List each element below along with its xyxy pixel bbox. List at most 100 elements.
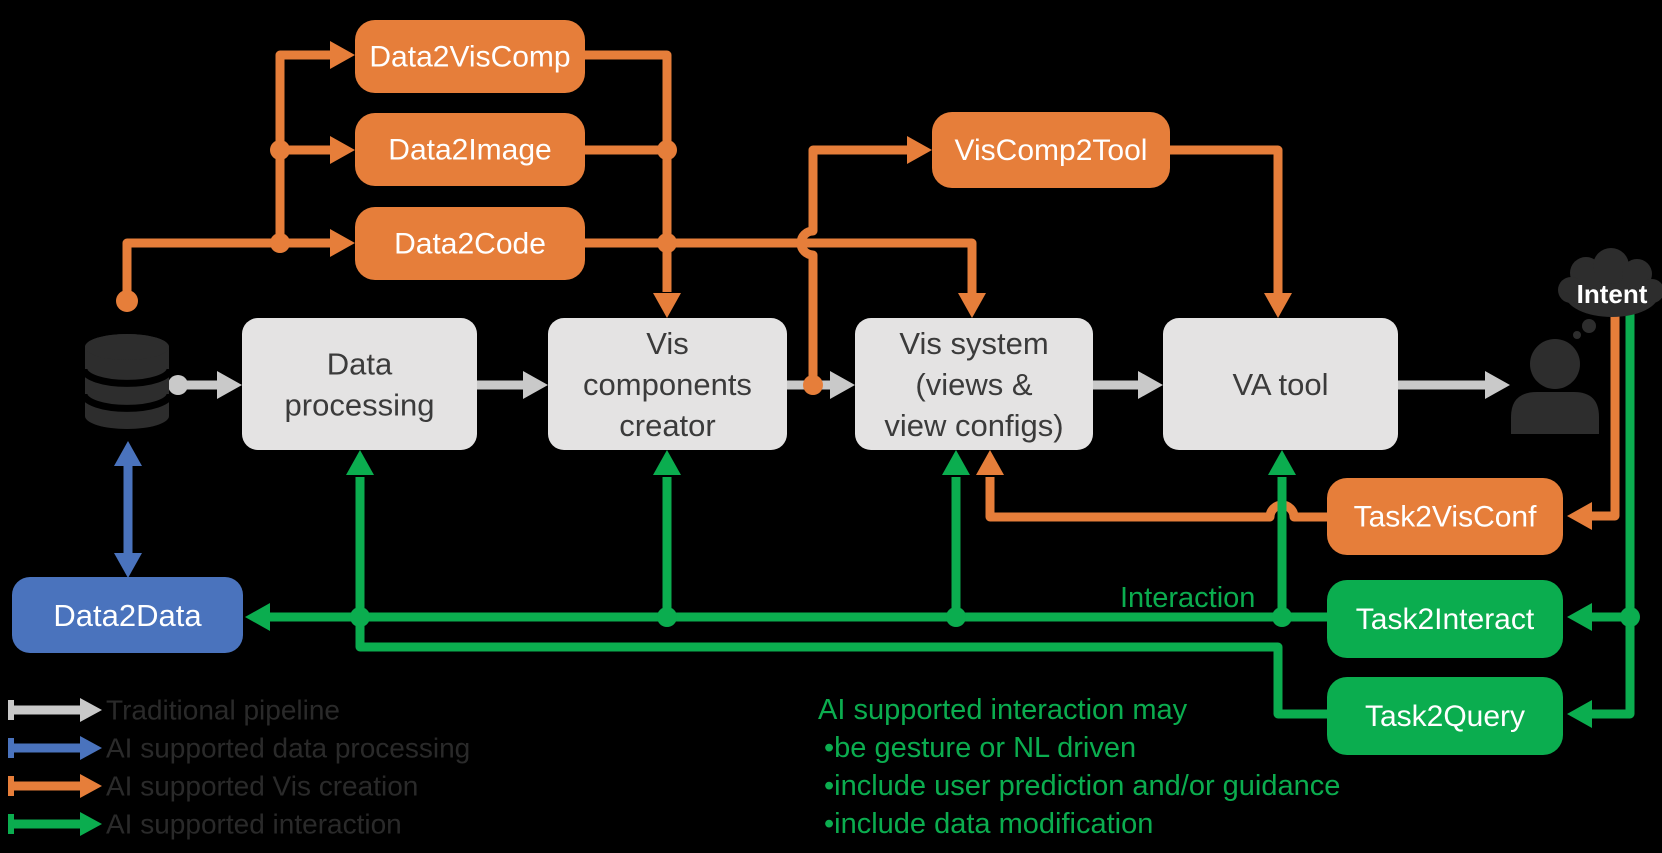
legend-arrow-head-icon xyxy=(80,812,102,836)
gray-db-to-data-processing-junction-dot xyxy=(168,375,188,395)
node-data2image: Data2Image xyxy=(355,113,585,186)
edges-layer xyxy=(114,41,1640,728)
interaction-label: Interaction xyxy=(1120,582,1255,614)
edge-green-up-to-vis-system xyxy=(942,450,970,617)
node-data-processing-box xyxy=(242,318,477,450)
node-viscomp2tool-label: VisComp2Tool xyxy=(955,134,1148,167)
node-task2interact: Task2Interact xyxy=(1327,580,1563,658)
node-task2query: Task2Query xyxy=(1327,677,1563,755)
node-data2image-label: Data2Image xyxy=(388,133,551,166)
edge-orange-data2code-to-vis-system xyxy=(585,233,986,318)
orange-db-to-data2code-arrowhead-icon xyxy=(330,229,355,257)
green-task2query-to-processing-arrowhead-icon xyxy=(346,450,374,475)
orange-tap-to-viscomp2tool-line xyxy=(796,145,908,385)
legend-item-label: AI supported data processing xyxy=(106,733,470,764)
orange-intent-to-task2visconf-arrowhead-icon xyxy=(1567,502,1592,530)
legend-arrow-head-icon xyxy=(80,774,102,798)
edge-green-branch-to-task2interact xyxy=(1567,603,1630,631)
edge-orange-tap-to-viscomp2tool xyxy=(796,136,932,395)
node-va-tool: VA tool xyxy=(1163,318,1398,450)
green-task2interact-to-data2data-arrowhead-icon xyxy=(245,603,270,631)
node-viscomp2tool-box xyxy=(932,112,1170,188)
gray-db-to-data-processing-arrowhead-icon xyxy=(217,371,242,399)
edge-green-up-to-va-tool xyxy=(1268,450,1296,617)
edge-orange-intent-to-task2visconf xyxy=(1567,308,1620,530)
node-data2viscomp-box xyxy=(355,20,585,93)
gray-va-tool-to-user-arrowhead-icon xyxy=(1485,371,1510,399)
legend-arrow-head-icon xyxy=(80,736,102,760)
person-icon xyxy=(1511,339,1599,434)
edge-green-task2query-to-processing xyxy=(346,450,1327,719)
node-vis-system-box xyxy=(855,318,1093,450)
blue-db-data2data-bidirectional-arrowhead-icon xyxy=(114,441,142,466)
edge-gray-vis-system-to-va-tool xyxy=(1093,371,1163,399)
database-icon xyxy=(80,334,174,429)
legend-item-label: AI supported Vis creation xyxy=(106,771,418,802)
ai-note-line: AI supported interaction may xyxy=(818,694,1188,726)
edge-orange-branch-to-data2viscomp xyxy=(270,41,355,243)
node-task2query-box xyxy=(1327,677,1563,755)
legend-item: AI supported interaction xyxy=(8,809,402,840)
orange-branch-to-data2viscomp-arrowhead-icon xyxy=(330,41,355,69)
thought-cloud-icon xyxy=(1558,248,1662,339)
blue-db-data2data-bidirectional-arrowhead-icon xyxy=(114,553,142,578)
node-data2viscomp: Data2VisComp xyxy=(355,20,585,93)
node-task2interact-box xyxy=(1327,580,1563,658)
green-up-to-vis-system-arrowhead-icon xyxy=(942,450,970,475)
thought-bubble-small-icon xyxy=(1582,319,1596,333)
node-data2viscomp-label: Data2VisComp xyxy=(369,40,570,73)
node-task2visconf: Task2VisConf xyxy=(1327,478,1563,555)
orange-collector-to-creator-arrowhead-icon xyxy=(653,293,681,318)
orange-db-to-data2code-line xyxy=(122,238,333,301)
edge-gray-processing-to-creator xyxy=(477,371,548,399)
orange-collector-to-creator-line xyxy=(585,50,672,292)
edge-orange-collector-to-creator xyxy=(585,50,681,318)
green-up-to-va-tool-arrowhead-icon xyxy=(1268,450,1296,475)
ai-note-line: •include data modification xyxy=(824,808,1153,840)
orange-task2visconf-to-vis-system-arrowhead-icon xyxy=(976,450,1004,475)
node-task2visconf-label: Task2VisConf xyxy=(1354,500,1538,533)
node-data2data: Data2Data xyxy=(12,577,243,653)
legend-item: AI supported Vis creation xyxy=(8,771,418,802)
legend-item-label: AI supported interaction xyxy=(106,809,402,840)
edge-orange-branch-to-data2image xyxy=(280,136,355,164)
edge-gray-db-to-data-processing xyxy=(168,371,242,399)
node-va-tool-box xyxy=(1163,318,1398,450)
ai-note-line: •include user prediction and/or guidance xyxy=(824,770,1340,802)
green-up-to-creator-arrowhead-icon xyxy=(653,450,681,475)
thought-bubble-smaller-icon xyxy=(1573,331,1581,339)
orange-data2code-to-vis-system-arrowhead-icon xyxy=(958,293,986,318)
node-task2visconf-box xyxy=(1327,478,1563,555)
gray-creator-to-vis-system-arrowhead-icon xyxy=(830,371,855,399)
node-vis-components-creator-box xyxy=(548,318,787,450)
orange-db-to-data2code-junction-dot xyxy=(116,290,138,312)
edge-blue-db-data2data-bidirectional xyxy=(114,441,142,578)
orange-data2code-to-vis-system-line xyxy=(585,238,977,294)
edge-orange-task2visconf-to-vis-system xyxy=(976,450,1327,522)
icons-layer: Intent xyxy=(80,248,1662,434)
node-vis-system-label: Vis system(views &view configs) xyxy=(884,326,1063,443)
green-branch-to-task2interact-arrowhead-icon xyxy=(1567,603,1592,631)
node-data2data-label: Data2Data xyxy=(53,598,202,633)
orange-intent-to-task2visconf-line xyxy=(1592,308,1620,521)
orange-tap-to-viscomp2tool-junction-dot xyxy=(803,375,823,395)
orange-task2visconf-to-vis-system-line xyxy=(985,477,1327,522)
gray-processing-to-creator-arrowhead-icon xyxy=(523,371,548,399)
node-data2code: Data2Code xyxy=(355,207,585,280)
green-task2query-to-processing-line xyxy=(355,477,1327,719)
texts-layer: Interaction AI supported interaction may •… xyxy=(818,582,1340,840)
node-vis-system: Vis system(views &view configs) xyxy=(855,318,1093,450)
node-va-tool-label: VA tool xyxy=(1233,367,1329,402)
edge-orange-viscomp2tool-to-va-tool xyxy=(1170,145,1292,318)
green-intent-to-task2query-arrowhead-icon xyxy=(1567,700,1592,728)
node-viscomp2tool: VisComp2Tool xyxy=(932,112,1170,188)
node-data2code-box xyxy=(355,207,585,280)
node-data2code-label: Data2Code xyxy=(394,227,546,260)
